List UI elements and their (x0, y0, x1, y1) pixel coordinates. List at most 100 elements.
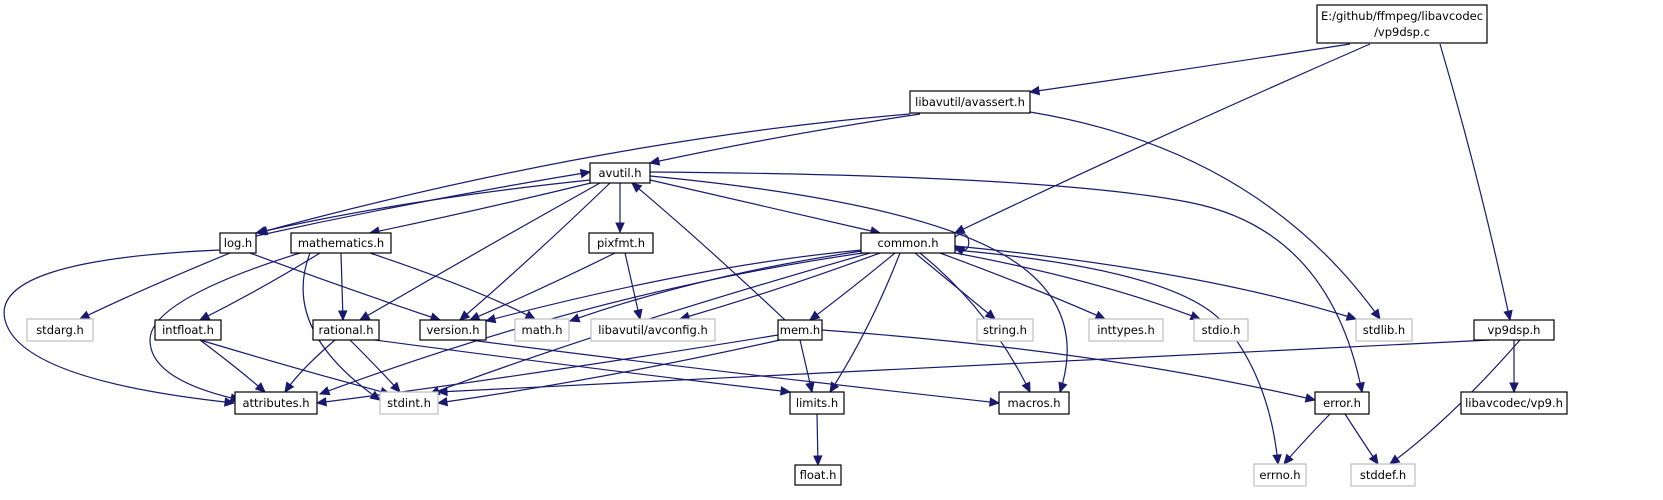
node-pixfmt[interactable]: pixfmt.h (588, 232, 654, 254)
edge-arrowhead-icon (390, 381, 401, 393)
edge-line (949, 251, 1201, 320)
edge-arrowhead-icon (813, 455, 823, 467)
edge-line (1029, 111, 1381, 320)
node-box (1316, 4, 1488, 44)
node-attributes[interactable]: attributes.h (234, 391, 318, 415)
edge-arrowhead-icon (1304, 393, 1317, 403)
edge-root-to-avassert (1028, 43, 1351, 96)
edge-avutil-to-common (649, 179, 882, 236)
edge-arrowhead-icon (1021, 381, 1031, 394)
edge-version-to-macros (469, 339, 1001, 407)
node-label: rational.h (319, 323, 374, 337)
node-box (860, 232, 956, 254)
node-label: mathematics.h (298, 236, 384, 250)
node-common[interactable]: common.h (860, 232, 956, 254)
edge-line (809, 252, 896, 321)
node-version[interactable]: version.h (419, 319, 487, 341)
edge-arrowhead-icon (459, 310, 471, 321)
edge-log-to-avutil (255, 168, 592, 237)
node-box (219, 232, 257, 254)
edge-avutil-to-error (649, 171, 1365, 394)
node-limits[interactable]: limits.h (789, 391, 845, 415)
node-error[interactable]: error.h (1314, 391, 1370, 415)
edge-line (631, 182, 786, 321)
node-box (976, 318, 1034, 342)
node-intfloat[interactable]: intfloat.h (154, 319, 222, 341)
node-inttypes: inttypes.h (1088, 318, 1164, 342)
edge-arrowhead-icon (78, 310, 91, 320)
node-mathematics[interactable]: mathematics.h (290, 232, 392, 254)
edge-rational-to-stdint (349, 339, 401, 393)
node-box (998, 391, 1070, 415)
node-vp9dsp[interactable]: vp9dsp.h (1473, 319, 1555, 341)
node-label: stdio.h (1202, 323, 1241, 337)
edge-error-to-stddef (1344, 413, 1379, 466)
node-box (26, 318, 94, 342)
edge-arrowhead-icon (1028, 85, 1041, 96)
edge-line (255, 171, 591, 237)
edge-common-to-math (568, 250, 863, 323)
edge-line (79, 252, 231, 320)
edge-line (3, 249, 235, 404)
edge-common-to-string (914, 252, 996, 320)
node-label: intfloat.h (162, 323, 214, 337)
edge-arrowhead-icon (436, 396, 449, 407)
node-box (1253, 463, 1307, 487)
edge-line (919, 252, 1031, 393)
edge-mem-to-limits (799, 339, 815, 394)
edge-line (954, 249, 1279, 465)
node-label: E:/github/ffmpeg/libavcodec (1321, 9, 1483, 23)
edge-line (569, 250, 863, 322)
node-mem[interactable]: mem.h (777, 319, 823, 341)
edge-line (649, 175, 1068, 393)
edge-line (284, 339, 336, 393)
nodes-layer: E:/github/ffmpeg/libavcodec/vp9dsp.c liba… (26, 4, 1568, 487)
edge-arrowhead-icon (198, 311, 211, 321)
edge-line (954, 245, 1357, 320)
node-box (1314, 391, 1370, 415)
node-stdint: stdint.h (379, 391, 439, 415)
edge-line (469, 252, 616, 321)
edge-avutil-to-version (459, 182, 611, 321)
edge-line (649, 113, 921, 164)
edge-mathematics-to-math (369, 252, 537, 320)
edge-line (485, 249, 863, 322)
node-libavcodec_vp9[interactable]: libavcodec/vp9.h (1460, 391, 1568, 415)
edge-arrowhead-icon (358, 311, 371, 321)
node-stddef: stddef.h (1350, 463, 1416, 487)
node-label: version.h (426, 323, 479, 337)
edge-arrowhead-icon (615, 222, 625, 234)
node-avutil[interactable]: avutil.h (589, 162, 651, 184)
node-macros[interactable]: macros.h (998, 391, 1070, 415)
node-float[interactable]: float.h (794, 464, 842, 486)
node-label: macros.h (1007, 396, 1060, 410)
node-label: libavutil/avconfig.h (598, 323, 708, 337)
node-box (777, 319, 823, 341)
edge-vp9dsp-to-stdint (436, 339, 1491, 397)
node-box (514, 318, 570, 342)
edge-arrowhead-icon (984, 309, 996, 320)
node-box (794, 464, 842, 486)
edge-arrowhead-icon (1389, 454, 1401, 465)
edge-intfloat-to-attributes (199, 339, 266, 393)
edge-arrowhead-icon (1283, 453, 1294, 465)
edge-common-to-version (484, 249, 863, 324)
edge-error-to-errno (1283, 413, 1331, 465)
edge-arrowhead-icon (1503, 309, 1513, 322)
edge-line (199, 339, 266, 393)
edge-arrowhead-icon (1355, 381, 1365, 394)
node-label: common.h (877, 236, 938, 250)
edge-line (459, 182, 611, 321)
node-box (234, 391, 318, 415)
node-root[interactable]: E:/github/ffmpeg/libavcodec/vp9dsp.c (1316, 4, 1488, 44)
edge-rational-to-limits (374, 339, 792, 396)
node-rational[interactable]: rational.h (312, 319, 380, 341)
edge-line (1389, 339, 1521, 465)
edge-log-to-attributes (3, 249, 236, 407)
edge-line (359, 182, 601, 321)
edge-common-to-mem (809, 252, 896, 321)
edge-line (199, 252, 321, 321)
node-avassert[interactable]: libavutil/avassert.h (909, 90, 1031, 114)
node-log[interactable]: log.h (219, 232, 257, 254)
